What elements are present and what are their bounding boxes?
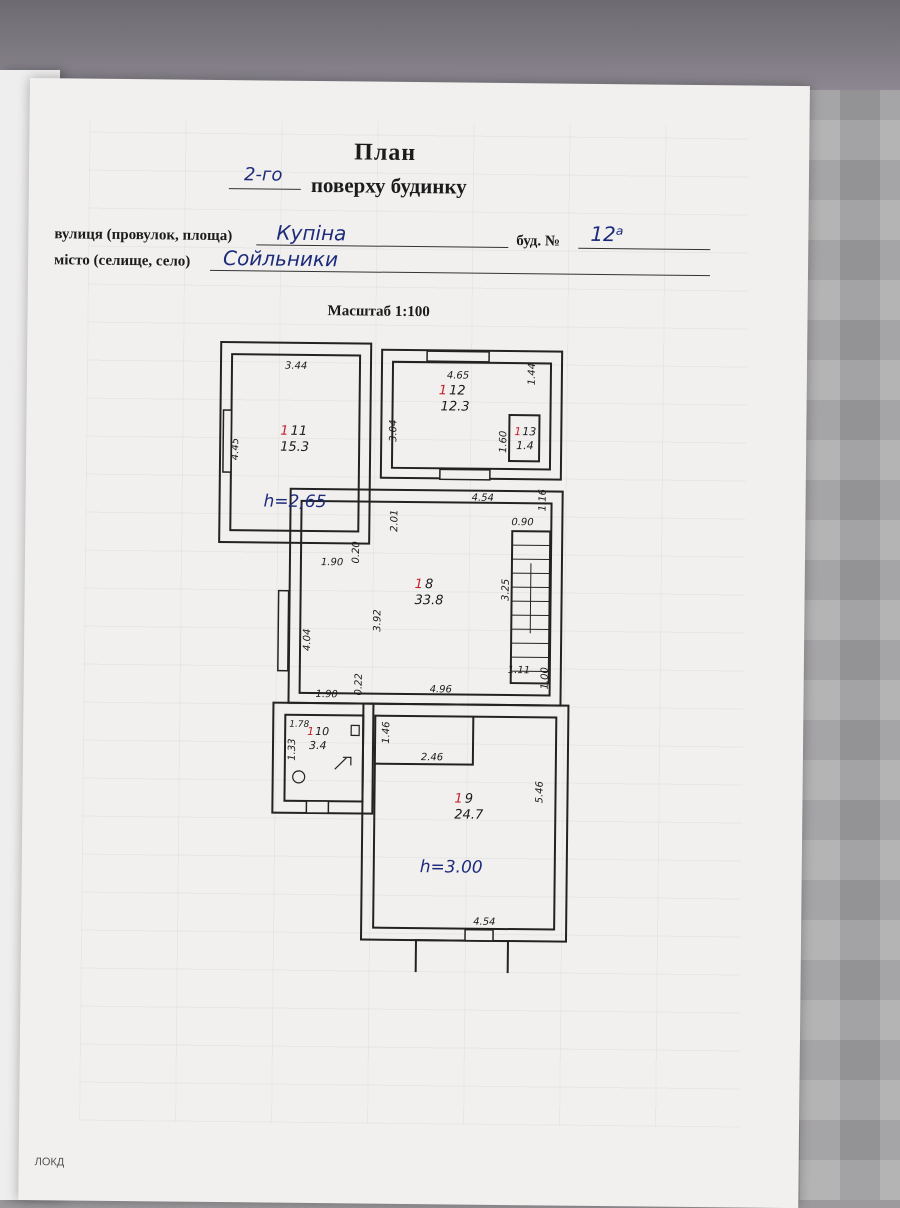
document-page: План 2-го поверху будинку вулиця (провул… <box>18 78 810 1208</box>
dim-23: 1.33 <box>287 738 298 760</box>
dim-10: 2.01 <box>389 510 400 532</box>
dim-17: 1.00 <box>540 667 551 689</box>
street-label: вулиця (провулок, площа) <box>54 226 232 245</box>
floor-caption: поверху будинку <box>311 173 467 200</box>
scale-label: Масштаб 1:100 <box>327 303 429 321</box>
dim-7: 4.54 <box>472 493 494 504</box>
window-room-10 <box>306 801 328 813</box>
room-11-area: 15.3 <box>280 440 309 455</box>
dim-18: 1.90 <box>316 689 338 700</box>
floor-value: 2-го <box>244 164 283 185</box>
stair-treads <box>511 545 550 671</box>
dim-6: 1.60 <box>498 431 509 453</box>
cloth-pattern <box>0 0 900 90</box>
window-room-8 <box>278 591 289 671</box>
dim-24: 2.46 <box>421 752 443 763</box>
dim-12: 0.20 <box>351 541 362 563</box>
height-lower: h=3.00 <box>420 857 483 878</box>
dim-26: 4.54 <box>473 917 495 928</box>
footer-mark: ЛОКД <box>35 1156 65 1168</box>
window-room-12 <box>427 351 489 362</box>
dim-2: 4.65 <box>447 370 469 381</box>
city-label: місто (селище, село) <box>54 252 190 270</box>
dim-19: 0.22 <box>354 673 365 695</box>
door-room-12 <box>440 469 490 480</box>
window-room-9 <box>465 930 493 941</box>
dim-14: 4.04 <box>302 629 313 651</box>
city-value: Сойльники <box>223 246 338 271</box>
document-title: План <box>354 139 416 167</box>
dim-16: 1.11 <box>508 665 530 676</box>
dim-22: 1.46 <box>381 721 392 743</box>
room-10-area: 3.4 <box>309 739 327 752</box>
building-value: 12ᵃ <box>590 222 624 246</box>
dim-13: 3.25 <box>501 579 512 601</box>
room-13-area: 1.4 <box>516 439 534 452</box>
room-8-area: 33.8 <box>414 593 443 608</box>
building-label: буд. № <box>516 233 560 250</box>
dim-15: 3.92 <box>372 609 383 631</box>
dim-8: 1.16 <box>537 489 548 511</box>
dim-25: 5.46 <box>534 781 545 803</box>
dim-11: 1.90 <box>321 557 343 568</box>
dim-1: 3.44 <box>285 361 307 372</box>
room-12-area: 12.3 <box>441 399 470 414</box>
dim-5: 3.04 <box>388 420 399 442</box>
dim-20: 4.96 <box>430 684 452 695</box>
dim-9: 0.90 <box>511 517 533 528</box>
room-13-number: 113 <box>514 425 536 438</box>
balcony-outline <box>416 940 508 976</box>
dim-3: 1.44 <box>527 363 538 385</box>
room-10-number: 110 <box>307 725 329 738</box>
street-value: Купіна <box>276 221 346 246</box>
height-upper: h=2,65 <box>263 491 326 512</box>
room-9-area: 24.7 <box>454 807 484 822</box>
dim-4: 4.45 <box>230 438 241 460</box>
dim-21: 1.78 <box>289 720 309 730</box>
